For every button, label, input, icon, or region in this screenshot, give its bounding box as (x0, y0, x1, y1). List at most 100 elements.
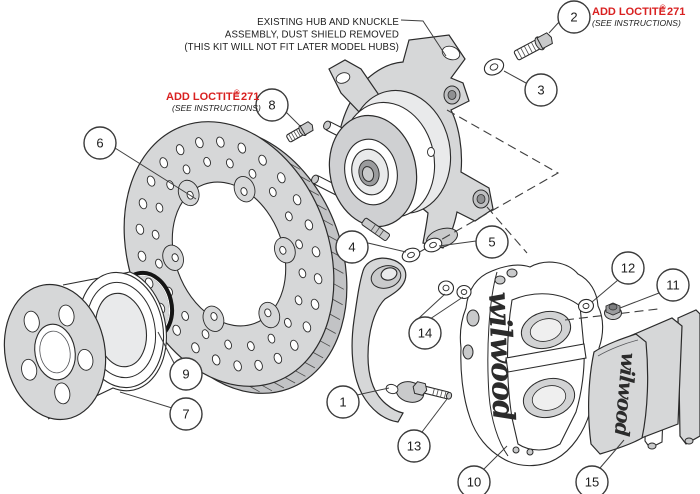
rotor-vane-tick (316, 204, 327, 211)
bolt-head (536, 32, 553, 50)
callout-10: 10 (457, 465, 491, 494)
leader-14b (429, 296, 464, 320)
bracket-upper-boss-face (380, 267, 398, 281)
rotor-tab-hole (171, 253, 179, 262)
loctite-left-reg: ® (234, 88, 240, 97)
rotor-drill-hole (290, 339, 299, 351)
rotor-vane-tick (329, 313, 341, 320)
nut-11 (604, 302, 622, 320)
callout-9: 9 (169, 357, 203, 391)
svg-text:6: 6 (96, 136, 103, 151)
leader-8 (285, 111, 301, 127)
stud-tip (445, 391, 453, 400)
leader-6 (114, 147, 197, 200)
rotor-tab-hole (240, 187, 248, 196)
bleed-screw (506, 268, 518, 278)
rotor-drill-hole (226, 158, 234, 169)
washer-hole (460, 289, 468, 295)
rotor-drill-hole (191, 342, 200, 354)
rotor-vane-tick (322, 219, 334, 226)
rotor-drill-holes (135, 136, 323, 372)
caliper-face-divider (487, 271, 509, 457)
rotor-vane-tick (308, 189, 320, 196)
rotor-drill-hole (159, 157, 168, 169)
rotor-drill-hole (292, 194, 302, 206)
hat-lug-hole (23, 310, 40, 333)
nut-hole (608, 303, 618, 311)
stud-end (323, 120, 332, 130)
callout-1: 1 (326, 385, 360, 419)
steering-arm-hole (335, 72, 351, 84)
rotor-vane-tick (312, 351, 324, 359)
rotor-drill-hole (203, 156, 211, 167)
pad-backing-plate-outer (677, 309, 700, 445)
leader-14a (418, 293, 446, 319)
rotor-drill-hole (310, 298, 320, 310)
leader-lines (114, 19, 660, 470)
washer-hole (407, 251, 415, 259)
rotor-drill-hole (137, 250, 147, 262)
loctite-left-sub: (SEE INSTRUCTIONS) (172, 103, 261, 113)
svg-text:5: 5 (488, 235, 495, 250)
rotor-vane-tick (332, 298, 343, 306)
loctite-left-num: 271 (241, 91, 259, 103)
leader-4 (367, 242, 407, 253)
lower-mount-alignment (486, 206, 528, 254)
hat-lug-hole (77, 348, 94, 371)
brake-pads: wilwood (588, 309, 700, 455)
rotor-drill-hole (151, 229, 160, 240)
rotor-tab-hole (279, 246, 287, 255)
svg-text:7: 7 (182, 407, 189, 422)
rotor-drill-hole (182, 164, 191, 175)
rotor-drill-hole (302, 321, 312, 333)
rotor-drill-hole (273, 352, 283, 364)
rotor-drill-hole (146, 175, 156, 187)
leader-hub-note (400, 19, 447, 57)
rotor-drill-hole (138, 198, 148, 210)
rotor-vane-tick (333, 283, 345, 290)
svg-text:15: 15 (585, 475, 599, 490)
hat-lug-hole (54, 382, 71, 405)
rotor-drill-hole (313, 273, 323, 285)
rotor-drill-hole (181, 311, 190, 321)
rotor-hat (3, 271, 167, 421)
callout-7: 7 (169, 397, 203, 431)
rotor-drill-hole (135, 223, 145, 235)
rotor-drill-hole (216, 136, 225, 148)
rotor-vane-tick (319, 340, 331, 347)
leader-3 (503, 70, 527, 84)
callout-15: 15 (575, 465, 609, 494)
callouts: 1 2 3 4 5 6 7 8 9 10 11 12 13 14 15 (83, 0, 690, 494)
rotor-drill-hole (285, 211, 293, 222)
rotor-drill-hole (295, 239, 303, 250)
rotor-drill-hole (175, 144, 185, 156)
rotor-drill-hole (298, 268, 307, 279)
washer-14a (437, 280, 455, 296)
rotor-vane-tick (249, 385, 260, 393)
rotor-drill-hole (247, 341, 255, 352)
rotor-drill-hole (211, 354, 221, 366)
svg-text:1: 1 (339, 395, 346, 410)
rotor-tab-hole (264, 308, 272, 318)
bracket-stud (412, 381, 453, 400)
svg-text:2: 2 (570, 10, 577, 25)
svg-text:13: 13 (407, 439, 421, 454)
upper-mount-alignment (401, 109, 560, 263)
hub-note-line2: ASSEMBLY, DUST SHIELD REMOVED (225, 30, 399, 41)
loctite-right-reg: ® (660, 3, 666, 12)
pad-pin (684, 437, 694, 445)
band-hole (427, 147, 435, 157)
rotor-vane-tick (273, 382, 285, 389)
bracket-bolt-shank (361, 217, 391, 241)
hat-bolt (286, 121, 314, 143)
rotor-drill-hole (248, 168, 257, 179)
mount-bolt-upper (513, 32, 553, 61)
rotor-vane-tick (299, 175, 311, 183)
pad-pin (647, 442, 657, 450)
loctite-right-num: 271 (667, 6, 685, 18)
rotor-drill-hole (284, 317, 292, 328)
leader-13 (421, 398, 448, 433)
rotor-vane-tick (289, 163, 301, 170)
bracket-hole (385, 383, 399, 395)
